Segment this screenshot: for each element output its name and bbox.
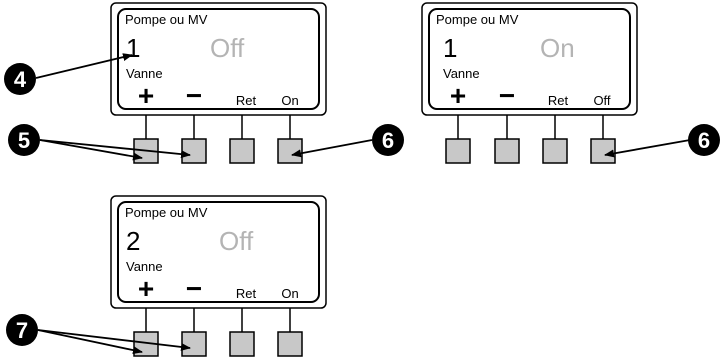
ret-button[interactable] <box>229 138 255 164</box>
callout-number: 7 <box>16 318 28 343</box>
display-title: Pompe ou MV <box>125 205 208 220</box>
station-sublabel: Vanne <box>126 259 163 274</box>
display-title: Pompe ou MV <box>125 12 208 27</box>
callout-number: 6 <box>698 128 710 153</box>
minus-button[interactable] <box>181 331 207 357</box>
controller-panel-1: Pompe ou MV 1 Off Vanne + − Ret On <box>110 2 327 164</box>
callout-badge-5: 5 <box>8 124 40 156</box>
station-state: Off <box>219 226 254 256</box>
arrow-6-to-on <box>291 139 373 158</box>
softkey-label-on: On <box>281 286 298 301</box>
softkey-label-ret: Ret <box>236 286 257 301</box>
arrow-6-to-off <box>604 139 691 158</box>
off-button[interactable] <box>590 138 616 164</box>
softkey-label-plus: + <box>450 80 466 111</box>
softkey-label-off: Off <box>593 93 610 108</box>
station-state: Off <box>210 33 245 63</box>
callout-badge-4: 4 <box>4 63 36 95</box>
display-screen <box>117 201 320 303</box>
softkey-label-minus: − <box>186 273 202 304</box>
softkey-label-plus: + <box>138 80 154 111</box>
station-sublabel: Vanne <box>126 66 163 81</box>
button-stems <box>457 115 604 139</box>
station-number: 1 <box>443 33 457 63</box>
arrow-5-to-plus <box>39 139 143 161</box>
arrow-7-to-minus <box>37 329 191 351</box>
softkey-label-ret: Ret <box>236 93 257 108</box>
ret-button[interactable] <box>542 138 568 164</box>
callout-number: 6 <box>382 128 394 153</box>
callout-arrows <box>35 53 691 355</box>
minus-button[interactable] <box>181 138 207 164</box>
callout-number: 5 <box>18 128 30 153</box>
ret-button[interactable] <box>229 331 255 357</box>
arrow-4-to-number <box>35 53 133 79</box>
softkey-label-on: On <box>281 93 298 108</box>
minus-button[interactable] <box>494 138 520 164</box>
plus-button[interactable] <box>445 138 471 164</box>
callout-number: 4 <box>14 67 27 92</box>
station-sublabel: Vanne <box>443 66 480 81</box>
arrow-7-to-plus <box>37 329 143 355</box>
controller-panel-2: Pompe ou MV 1 On Vanne + − Ret Off <box>421 2 638 164</box>
display-title: Pompe ou MV <box>436 12 519 27</box>
controller-panel-3: Pompe ou MV 2 Off Vanne + − Ret On <box>110 195 327 357</box>
station-number: 2 <box>126 226 140 256</box>
station-number: 1 <box>126 33 140 63</box>
callout-badge-6: 6 <box>688 124 720 156</box>
button-stems <box>145 308 291 332</box>
on-button[interactable] <box>277 138 303 164</box>
softkey-label-plus: + <box>138 273 154 304</box>
display-screen <box>428 8 631 110</box>
on-button[interactable] <box>277 331 303 357</box>
arrow-5-to-minus <box>39 139 191 159</box>
callout-badge-6: 6 <box>372 124 404 156</box>
station-state: On <box>540 33 575 63</box>
softkey-label-ret: Ret <box>548 93 569 108</box>
callout-badge-7: 7 <box>6 314 38 346</box>
button-stems <box>145 115 291 139</box>
softkey-label-minus: − <box>499 80 515 111</box>
softkey-label-minus: − <box>186 80 202 111</box>
